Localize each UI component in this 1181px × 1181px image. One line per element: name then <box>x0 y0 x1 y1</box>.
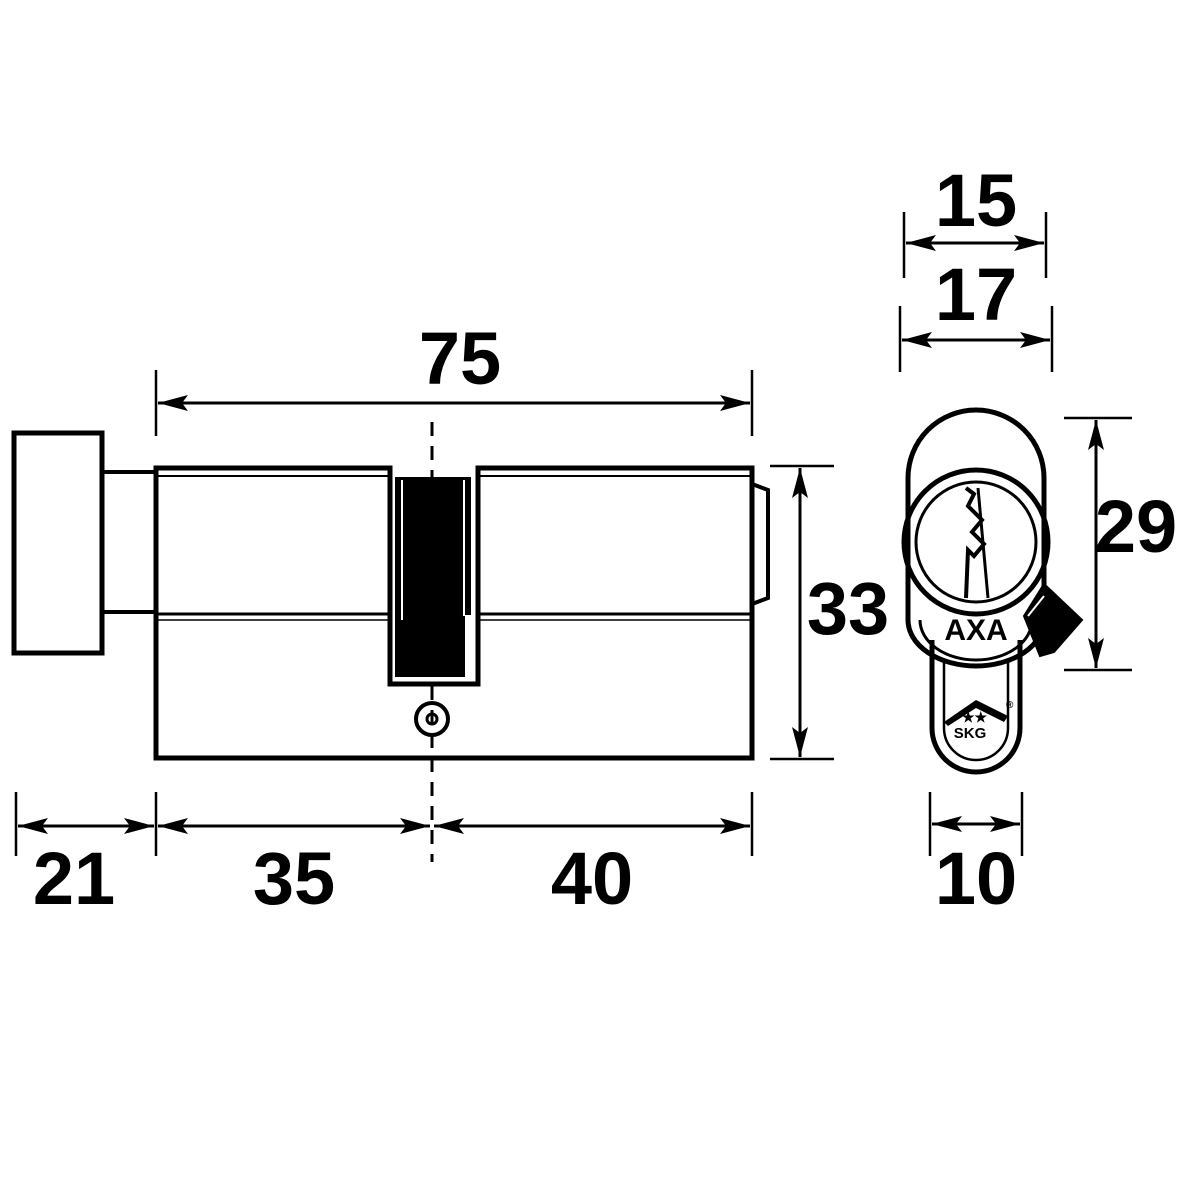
profile-outer-top <box>905 407 1047 669</box>
dimension-label-29: 29 <box>1095 485 1177 568</box>
dimension-label-40: 40 <box>551 837 633 920</box>
profile-lower-housing <box>929 640 1023 775</box>
dimension-label-15: 15 <box>935 159 1017 242</box>
skg-label: SKG <box>954 725 987 742</box>
plug-circle-outer <box>901 467 1051 617</box>
skg-roof <box>944 700 1008 726</box>
plug-circle-inner <box>914 480 1038 604</box>
side-view-dimensions: 75 21 35 40 33 <box>14 317 889 920</box>
knob-shaft <box>100 470 158 614</box>
keyway <box>964 486 987 599</box>
dimension-label-17: 17 <box>935 253 1017 336</box>
profile-inner-arc <box>918 619 1034 662</box>
skg-registered-mark: ® <box>1006 700 1014 711</box>
cam-lever-highlight <box>1027 595 1045 617</box>
right-end-cap <box>751 482 770 606</box>
end-view: AXA ★★ SKG ® <box>901 407 1084 775</box>
dimension-label-75: 75 <box>419 317 501 400</box>
dimension-label-21: 21 <box>33 837 115 920</box>
skg-stars: ★★ <box>962 709 988 725</box>
side-view <box>11 422 770 862</box>
cylinder-body-outline <box>153 465 755 761</box>
dimension-label-35: 35 <box>253 837 335 920</box>
end-view-dimensions: 15 17 29 10 <box>898 159 1177 920</box>
profile-lower-inner <box>942 660 1010 762</box>
skg-certification-mark: ★★ SKG ® <box>944 700 1014 742</box>
keyway-back-line <box>976 487 990 599</box>
dimension-label-33: 33 <box>807 567 889 650</box>
brand-logo-axa: AXA <box>944 614 1007 647</box>
dimension-label-10: 10 <box>935 837 1017 920</box>
thumb-turn-knob <box>11 430 105 656</box>
